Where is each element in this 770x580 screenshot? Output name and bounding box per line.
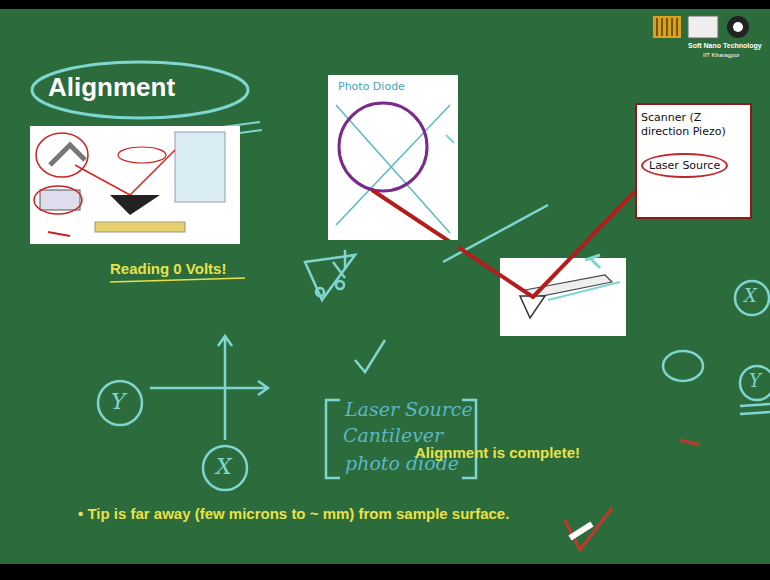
status-note: Alignment is complete! [415, 444, 580, 461]
chalk-stick [570, 524, 592, 538]
component-list-item: Cantilever [343, 424, 443, 446]
scanner-box: Scanner (Z direction Piezo) Laser Source [635, 103, 752, 219]
logo-icons [653, 16, 749, 38]
component-list-item: Laser Source [345, 398, 473, 420]
axis-label: X [216, 454, 232, 479]
title-circle [32, 62, 248, 118]
axis-label: X [744, 285, 757, 306]
axis-label: Y [749, 370, 761, 391]
slide-title: Alignment [48, 72, 175, 103]
laser-beam [458, 191, 635, 297]
quadrant-cross [336, 105, 450, 233]
photodiode-box: Photo Diode [328, 75, 458, 240]
chalk-drawings [98, 205, 770, 490]
photodiode-drawing [328, 75, 458, 240]
reading-note: Reading 0 Volts! [110, 260, 226, 277]
component-name: Scanner (Z direction Piezo) [641, 111, 746, 139]
chalk-mark [680, 440, 700, 445]
chalk-mark [446, 135, 454, 143]
detector-circle [339, 103, 427, 191]
logo-text: IIT Kharagpur [703, 52, 740, 58]
afm-schematic [30, 126, 240, 244]
component-name-circled: Laser Source [641, 153, 728, 179]
top-bar [0, 0, 770, 9]
laser-beam [372, 190, 458, 240]
bottom-bar [0, 564, 770, 580]
bullet-note: • Tip is far away (few microns to ~ mm) … [78, 505, 509, 522]
box-heading: Photo Diode [328, 75, 458, 93]
check-mark [565, 508, 612, 550]
logo-text: Soft Nano Technology [688, 42, 762, 49]
axis-label: Y [111, 389, 126, 414]
